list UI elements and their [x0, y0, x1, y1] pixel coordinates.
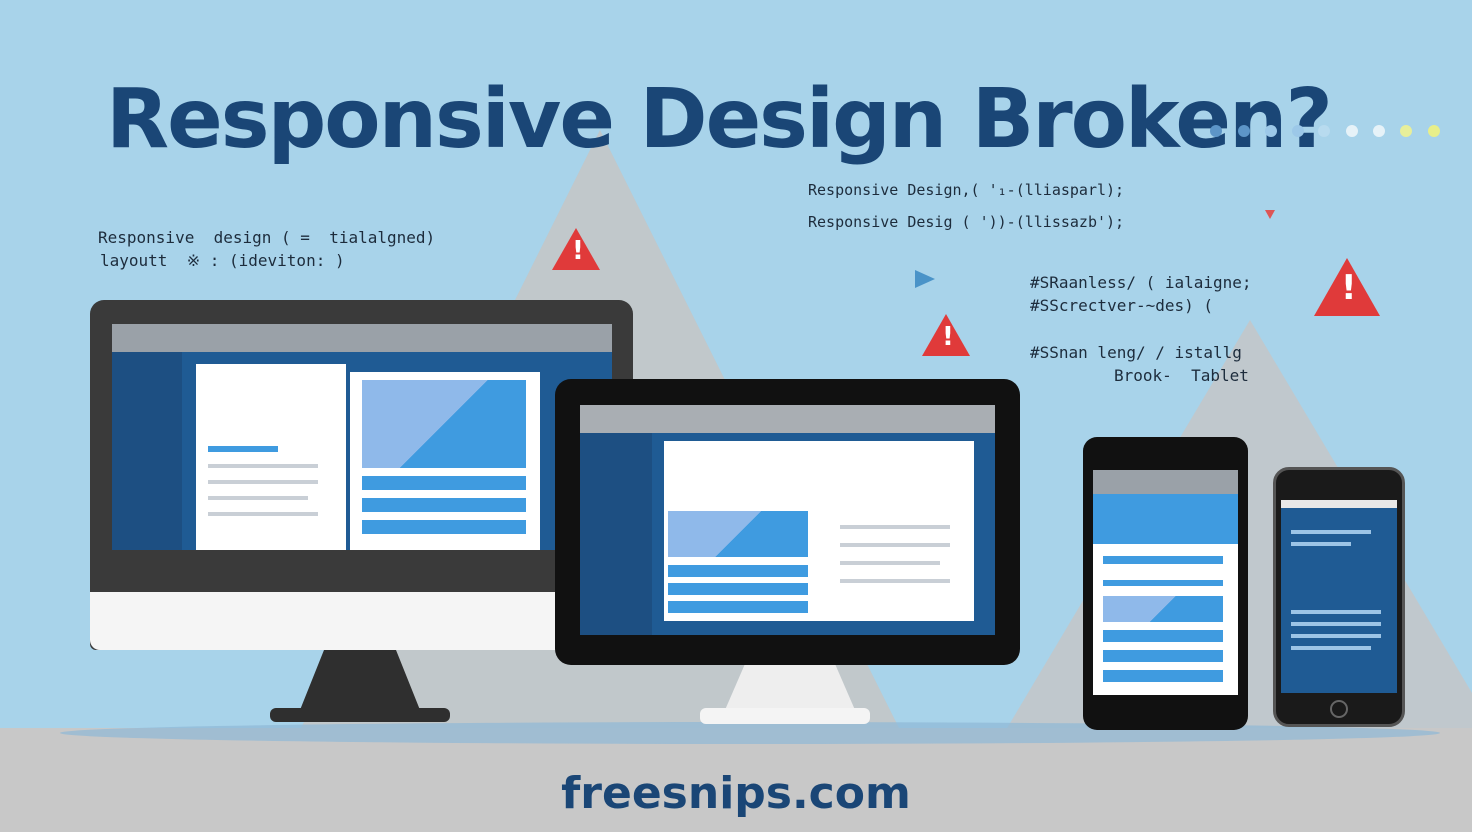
text-line: [1291, 542, 1351, 546]
warning-icon: !: [552, 228, 600, 270]
decor-dot: [1238, 125, 1250, 137]
text-line: [1291, 634, 1381, 638]
text-line: [840, 579, 950, 583]
tablet-screen: [580, 405, 995, 635]
code-line: #SRaanless/ ( ialaigne;: [1030, 273, 1252, 292]
phone-large: [1083, 437, 1248, 730]
tablet-stand: [725, 665, 855, 710]
decor-dot: [1318, 125, 1330, 137]
code-line: Responsive Design,( '₁-(lliasparl);: [808, 181, 1125, 199]
content-panel: [196, 364, 346, 550]
monitor-stand: [300, 650, 420, 710]
monitor-screen: [112, 324, 612, 550]
text-line: [208, 496, 308, 500]
phone-small: [1273, 467, 1405, 727]
tablet-monitor: [555, 379, 1020, 665]
code-line: #SScrectver-~des) (: [1030, 296, 1214, 315]
page-title: Responsive Design Broken?: [106, 72, 1333, 167]
desktop-monitor: [90, 300, 633, 650]
warning-icon: !: [922, 314, 970, 356]
warning-icon: !: [1314, 258, 1380, 316]
image-placeholder: [362, 380, 526, 468]
monitor-base: [270, 708, 450, 722]
text-line: [840, 525, 950, 529]
content-bar: [1103, 670, 1223, 682]
content-bar: [668, 583, 808, 595]
browser-toolbar: [1093, 470, 1238, 494]
play-icon: [915, 270, 935, 288]
content-bar: [362, 498, 526, 512]
code-line: Responsive design ( = tialalgned): [98, 228, 436, 247]
content-bar: [668, 601, 808, 613]
header-block: [1093, 494, 1238, 544]
text-line: [1291, 530, 1371, 534]
text-line: [840, 561, 940, 565]
code-line: Responsive Desig ( '))-(llissazb');: [808, 213, 1125, 231]
browser-toolbar: [112, 324, 612, 352]
text-line: [208, 464, 318, 468]
decor-dot: [1210, 125, 1222, 137]
content-bar: [1103, 580, 1223, 586]
text-line: [208, 480, 318, 484]
decor-dot: [1265, 125, 1277, 137]
home-button: [1330, 700, 1348, 718]
image-placeholder: [1103, 596, 1223, 622]
decor-dot: [1400, 125, 1412, 137]
sidebar: [580, 433, 652, 635]
code-line: #SSnan leng/ / istallg: [1030, 343, 1242, 362]
content-bar: [362, 476, 526, 490]
triangle-icon: [1265, 210, 1275, 219]
decor-dot: [1346, 125, 1358, 137]
sidebar: [112, 352, 182, 550]
content-bar: [208, 446, 278, 452]
content-bar: [1103, 556, 1223, 564]
phone-screen: [1093, 470, 1238, 695]
phone-screen: [1281, 500, 1397, 693]
text-line: [840, 543, 950, 547]
decor-dot: [1292, 125, 1304, 137]
floor: [0, 728, 1472, 832]
text-line: [1291, 610, 1381, 614]
monitor-chin: [90, 592, 633, 650]
tablet-base: [700, 708, 870, 724]
text-line: [1291, 622, 1381, 626]
image-placeholder: [668, 511, 808, 557]
browser-toolbar: [1281, 500, 1397, 508]
text-line: [1291, 646, 1371, 650]
content-bar: [362, 520, 526, 534]
site-footer: freesnips.com: [561, 768, 911, 819]
decor-dot: [1428, 125, 1440, 137]
decor-dot: [1373, 125, 1385, 137]
code-line: layoutt ※ : (ideviton: ): [100, 251, 345, 270]
browser-toolbar: [580, 405, 995, 433]
text-line: [208, 512, 318, 516]
content-bar: [668, 565, 808, 577]
code-line: Brook- Tablet: [1114, 366, 1249, 385]
content-bar: [1103, 630, 1223, 642]
content-bar: [1103, 650, 1223, 662]
